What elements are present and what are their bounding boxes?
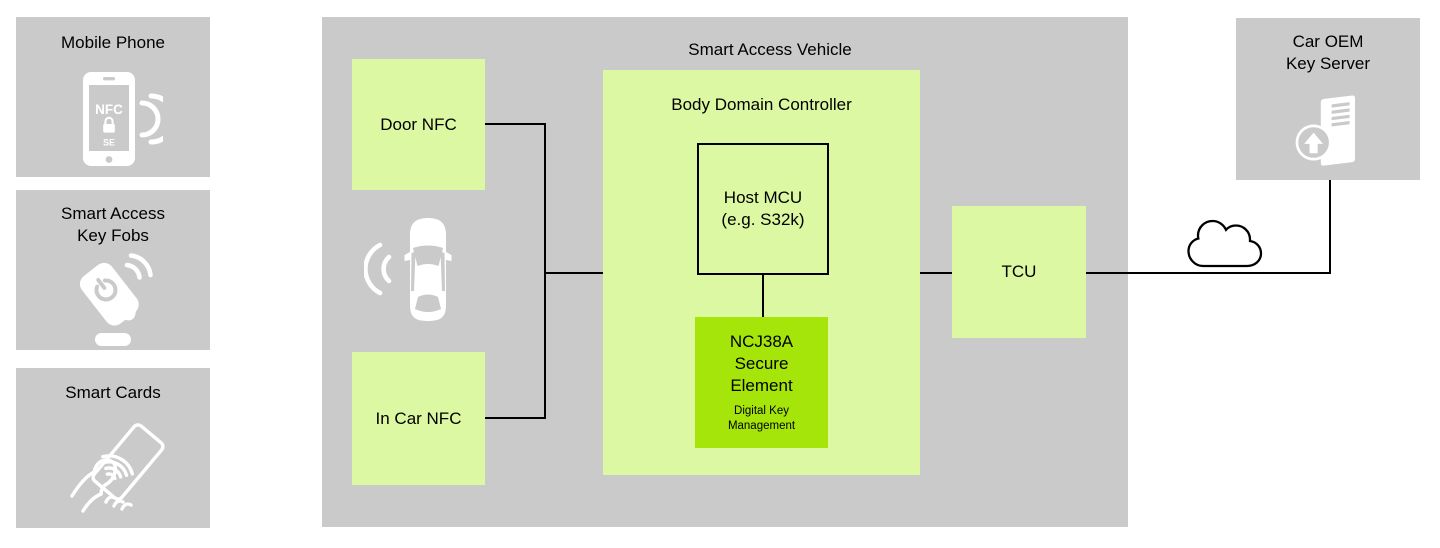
smart-cards-label: Smart Cards <box>65 383 161 402</box>
card-outline <box>91 423 165 501</box>
connector-bus-to-bdc <box>546 272 603 274</box>
secure-element-subtitle: Digital Key Management <box>727 404 796 432</box>
smart-cards-panel: Smart Cards <box>16 368 210 528</box>
rear-window <box>415 294 441 312</box>
in-car-nfc-box: In Car NFC <box>352 352 485 485</box>
contactless-card-icon <box>70 423 165 513</box>
vehicle-title: Smart Access Vehicle <box>688 40 852 59</box>
thumb-shape <box>116 295 136 321</box>
door-nfc-box: Door NFC <box>352 59 485 190</box>
key-fob-icon <box>79 253 153 346</box>
power-symbol <box>94 278 118 302</box>
connector-in-car-nfc <box>485 417 546 419</box>
nfc-phone-icon: NFC SE <box>83 72 163 166</box>
up-arrow <box>1304 132 1324 154</box>
connector-tcu-to-server <box>1086 272 1331 274</box>
car-waves <box>364 242 392 296</box>
connector-bdc-to-tcu <box>920 272 952 274</box>
fob-base <box>95 333 131 346</box>
key-server-upload-icon <box>1295 95 1355 166</box>
tcu-box: TCU <box>952 206 1086 338</box>
key-fobs-label: Smart Access Key Fobs <box>61 204 165 245</box>
mobile-phone-label: Mobile Phone <box>61 33 165 52</box>
connector-door-nfc <box>485 123 546 125</box>
server-label: Car OEM Key Server <box>1285 32 1371 73</box>
hand-outline <box>70 458 133 513</box>
secure-element-box: NCJ38A Secure Element Digital Key Manage… <box>695 317 828 448</box>
bdc-title: Body Domain Controller <box>671 95 852 114</box>
cloud-icon <box>1187 219 1263 268</box>
body-domain-controller-box: Body Domain Controller Host MCU (e.g. S3… <box>603 70 920 475</box>
smart-access-vehicle-panel: Smart Access Vehicle Door NFC In Car NFC… <box>322 17 1128 527</box>
mobile-phone-panel: Mobile Phone NFC SE <box>16 17 210 177</box>
car-top-view-icon <box>364 218 452 321</box>
phone-home-button <box>105 156 113 163</box>
phone-speaker <box>103 77 115 81</box>
phone-nfc-text: NFC <box>95 102 123 117</box>
windshield <box>413 245 443 266</box>
lock-icon <box>103 116 115 133</box>
server-slots <box>1331 102 1350 127</box>
connector-mcu-to-secure-element <box>762 275 764 317</box>
host-mcu-box: Host MCU (e.g. S32k) <box>697 143 829 275</box>
fob-waves <box>124 253 153 280</box>
phone-se-text: SE <box>103 138 115 148</box>
connector-server-drop <box>1329 180 1331 274</box>
nfc-waves <box>139 93 163 145</box>
car-oem-key-server-panel: Car OEM Key Server <box>1236 18 1420 180</box>
connector-nfc-bus <box>544 123 546 419</box>
key-fobs-panel: Smart Access Key Fobs <box>16 190 210 350</box>
